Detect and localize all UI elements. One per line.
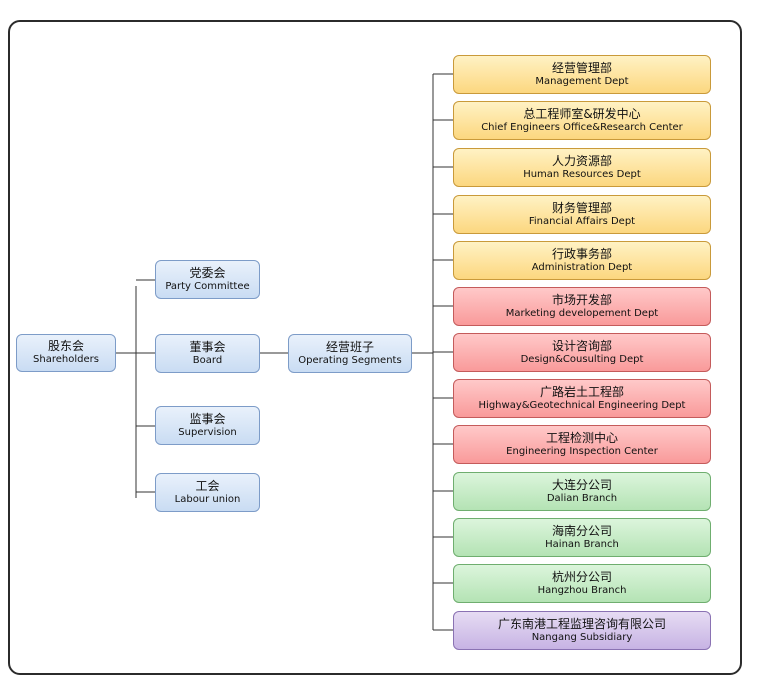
branch-dalian: 大连分公司 Dalian Branch — [453, 472, 711, 511]
node-zh-label: 市场开发部 — [551, 292, 612, 307]
dept-chief-engineers-office: 总工程师室&研发中心 Chief Engineers Office&Resear… — [453, 101, 711, 140]
dept-marketing: 市场开发部 Marketing developement Dept — [453, 287, 711, 326]
node-zh-label: 人力资源部 — [551, 153, 612, 168]
node-en-label: Chief Engineers Office&Research Center — [481, 121, 683, 133]
node-supervision: 监事会 Supervision — [155, 406, 260, 445]
dept-highway-geotechnical: 广路岩土工程部 Highway&Geotechnical Engineering… — [453, 379, 711, 418]
node-operating-segments: 经营班子 Operating Segments — [288, 334, 412, 373]
node-en-label: Design&Cousulting Dept — [520, 353, 644, 365]
node-zh-label: 监事会 — [189, 411, 226, 426]
node-en-label: Shareholders — [33, 354, 99, 365]
node-zh-label: 董事会 — [189, 339, 226, 354]
node-board: 董事会 Board — [155, 334, 260, 373]
node-zh-label: 工会 — [195, 478, 220, 493]
branch-hangzhou: 杭州分公司 Hangzhou Branch — [453, 564, 711, 603]
node-en-label: Hangzhou Branch — [537, 584, 627, 596]
node-zh-label: 工程检测中心 — [545, 430, 618, 445]
node-zh-label: 行政事务部 — [551, 246, 612, 261]
node-en-label: Human Resources Dept — [523, 168, 641, 180]
node-en-label: Administration Dept — [531, 261, 633, 273]
node-en-label: Financial Affairs Dept — [528, 215, 636, 227]
node-en-label: Party Committee — [165, 280, 250, 292]
node-zh-label: 经营管理部 — [551, 60, 612, 75]
node-en-label: Dalian Branch — [546, 492, 618, 504]
node-zh-label: 党委会 — [189, 265, 226, 280]
node-zh-label: 设计咨询部 — [551, 338, 612, 353]
dept-management: 经营管理部 Management Dept — [453, 55, 711, 94]
node-en-label: Supervision — [178, 426, 237, 438]
node-shareholders: 股东会 Shareholders — [16, 334, 116, 372]
node-zh-label: 海南分公司 — [551, 523, 612, 538]
subsidiary-nangang: 广东南港工程监理咨询有限公司 Nangang Subsidiary — [453, 611, 711, 650]
node-zh-label: 广东南港工程监理咨询有限公司 — [497, 616, 666, 631]
node-en-label: Management Dept — [535, 75, 629, 87]
branch-hainan: 海南分公司 Hainan Branch — [453, 518, 711, 557]
node-zh-label: 杭州分公司 — [551, 569, 612, 584]
dept-administration: 行政事务部 Administration Dept — [453, 241, 711, 280]
node-en-label: Board — [192, 354, 223, 366]
node-en-label: Engineering Inspection Center — [506, 445, 658, 457]
node-zh-label: 总工程师室&研发中心 — [523, 106, 641, 121]
node-en-label: Hainan Branch — [545, 538, 619, 550]
node-en-label: Marketing developement Dept — [505, 307, 659, 319]
node-zh-label: 大连分公司 — [551, 477, 612, 492]
node-en-label: Labour union — [174, 493, 241, 505]
node-en-label: Highway&Geotechnical Engineering Dept — [478, 399, 686, 411]
node-party-committee: 党委会 Party Committee — [155, 260, 260, 299]
dept-design-consulting: 设计咨询部 Design&Cousulting Dept — [453, 333, 711, 372]
node-en-label: Operating Segments — [298, 354, 402, 366]
dept-financial-affairs: 财务管理部 Financial Affairs Dept — [453, 195, 711, 234]
dept-engineering-inspection: 工程检测中心 Engineering Inspection Center — [453, 425, 711, 464]
node-zh-label: 广路岩土工程部 — [539, 384, 624, 399]
node-en-label: Nangang Subsidiary — [531, 631, 633, 643]
node-labour-union: 工会 Labour union — [155, 473, 260, 512]
dept-human-resources: 人力资源部 Human Resources Dept — [453, 148, 711, 187]
node-zh-label: 股东会 — [47, 339, 84, 353]
node-zh-label: 财务管理部 — [551, 200, 612, 215]
node-zh-label: 经营班子 — [325, 339, 374, 354]
